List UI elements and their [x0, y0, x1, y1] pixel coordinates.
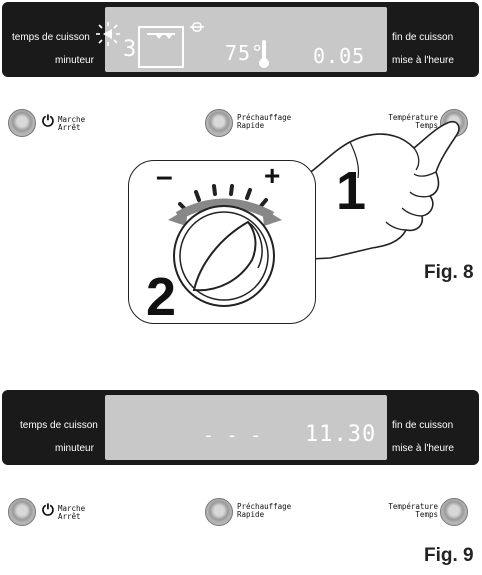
preheat-label-line2: Rapide — [237, 510, 265, 519]
power-button-label: Marche Arrêt — [58, 505, 85, 521]
preheat-label-line2: Rapide — [237, 121, 265, 130]
figure-caption-fig8: Fig. 8 — [424, 262, 474, 283]
temperature-time-button[interactable] — [440, 498, 468, 526]
label-fin-de-cuisson: fin de cuisson — [392, 32, 454, 43]
arrow-left-icon — [96, 22, 120, 46]
preheat-button[interactable] — [205, 498, 233, 526]
dashes-readout: - - - — [203, 425, 263, 446]
power-label-line2: Arrêt — [58, 512, 81, 521]
label-minuteur: minuteur — [55, 55, 94, 66]
label-fin-de-cuisson: fin de cuisson — [392, 420, 454, 431]
oven-icon — [138, 26, 184, 68]
preheat-label-line1: Préchauffage — [237, 502, 292, 511]
power-label-line2: Arrêt — [58, 123, 81, 132]
power-button[interactable] — [8, 498, 36, 526]
temp-button-label: Température Temps — [382, 503, 438, 519]
timer-digit: 3 — [123, 37, 138, 62]
power-button[interactable] — [8, 109, 36, 137]
step-number-2: 2 — [146, 267, 177, 327]
label-minuteur: minuteur — [55, 443, 94, 454]
temperature-readout: 75° — [225, 41, 265, 65]
power-button-label: Marche Arrêt — [58, 116, 85, 132]
hand-pointer-icon — [290, 120, 460, 260]
step-number-1: 1 — [336, 161, 367, 221]
knob-icon[interactable] — [166, 176, 286, 316]
temp-label-line1: Température — [388, 502, 438, 511]
power-icon: ⏻ — [42, 113, 54, 130]
figure-caption-fig9: Fig. 9 — [424, 545, 474, 566]
preheat-label-line1: Préchauffage — [237, 113, 292, 122]
label-temps-de-cuisson: temps de cuisson — [20, 420, 98, 431]
label-mise-a-l-heure: mise à l'heure — [392, 443, 454, 454]
time-readout: 11.30 — [305, 422, 377, 447]
temp-button-label: Température Temps — [382, 114, 438, 130]
display-screen: 3 75° 0.05 — [96, 7, 387, 72]
control-panel-fig8: temps de cuisson minuteur fin de cuisson… — [2, 2, 479, 77]
knob-plus-label: + — [264, 160, 281, 191]
time-readout: 0.05 — [313, 44, 366, 68]
preheat-button[interactable] — [205, 109, 233, 137]
temp-label-line2: Temps — [415, 510, 438, 519]
knob-minus-label: – — [156, 160, 173, 193]
label-mise-a-l-heure: mise à l'heure — [392, 55, 454, 66]
temp-label-line1: Température — [388, 113, 438, 122]
label-temps-de-cuisson: temps de cuisson — [12, 32, 90, 43]
lock-icon — [190, 22, 204, 32]
power-icon: ⏻ — [42, 502, 54, 519]
power-label-line1: Marche — [58, 504, 86, 513]
power-label-line1: Marche — [58, 115, 86, 124]
preheat-button-label: Préchauffage Rapide — [237, 503, 291, 519]
thermometer-icon — [259, 40, 269, 68]
display-screen: - - - 11.30 — [105, 395, 387, 460]
control-panel-fig9: temps de cuisson minuteur fin de cuisson… — [2, 390, 479, 465]
temp-label-line2: Temps — [415, 121, 438, 130]
preheat-button-label: Préchauffage Rapide — [237, 114, 291, 130]
